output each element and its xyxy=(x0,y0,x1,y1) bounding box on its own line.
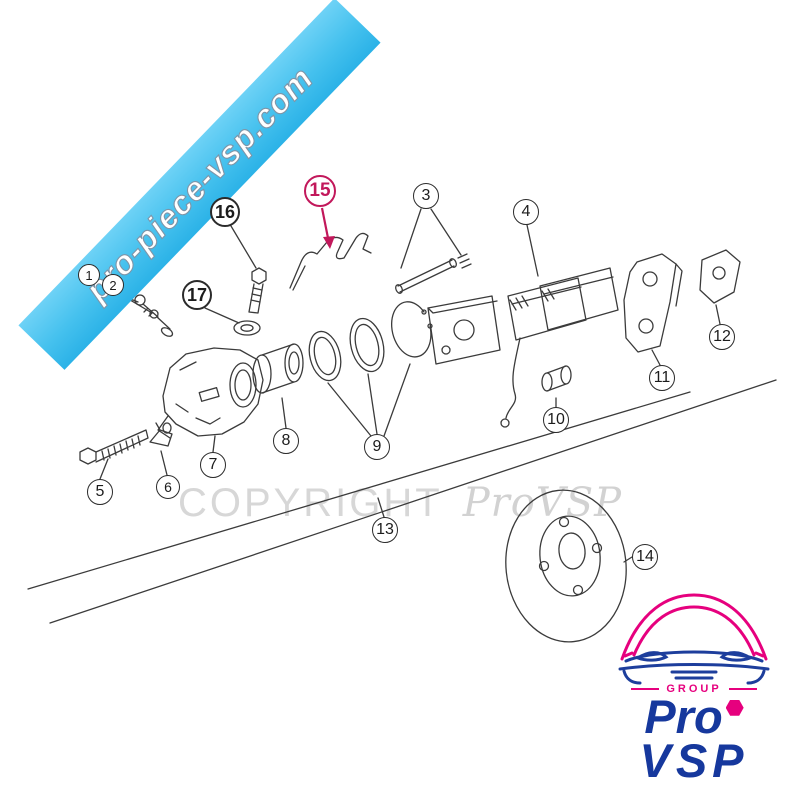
guide-pin-part-3 xyxy=(395,253,472,294)
brake-disc-part-14 xyxy=(505,489,627,643)
car-logo-icon xyxy=(618,593,770,685)
callout-1: 1 xyxy=(78,264,100,286)
callout-10: 10 xyxy=(543,407,569,433)
highlight-arrow xyxy=(320,207,335,249)
logo-group-text: GROUP xyxy=(666,682,722,695)
callout-13: 13 xyxy=(372,517,398,543)
bleed-screws-parts-1-2 xyxy=(134,294,174,337)
logo-pro-row: Pro xyxy=(644,689,744,743)
hexagon-icon xyxy=(725,699,744,716)
callout-9: 9 xyxy=(364,434,390,460)
pad-spring-clip-part-15 xyxy=(289,232,372,291)
callout-4: 4 xyxy=(513,199,539,225)
callout-6: 6 xyxy=(156,475,180,499)
bolt-part-16 xyxy=(248,267,267,314)
callout-8: 8 xyxy=(273,428,299,454)
logo-pro-text: Pro xyxy=(644,689,723,743)
callout-3: 3 xyxy=(413,183,439,209)
pad-carrier-plate xyxy=(427,295,501,365)
bracket-part-12 xyxy=(699,249,741,304)
axis-lines-part-13 xyxy=(27,379,777,624)
bolt-part-5 xyxy=(79,429,149,465)
pin-boot-part-10 xyxy=(541,365,572,392)
copyright-watermark: COPYRIGHT ProVSP xyxy=(0,480,800,526)
seal-kit-part-9 xyxy=(308,301,433,382)
mounting-bracket-part-11 xyxy=(623,253,683,353)
logo-rule-left xyxy=(631,687,660,690)
clip-part-6 xyxy=(149,422,173,447)
watermark-copyright-text: COPYRIGHT xyxy=(177,481,443,525)
callout-17: 17 xyxy=(182,280,212,310)
leader-lines xyxy=(95,208,721,563)
callout-11: 11 xyxy=(649,365,675,391)
callout-14: 14 xyxy=(632,544,658,570)
caliper-body-part-7 xyxy=(157,347,264,439)
brake-pads-part-4 xyxy=(500,267,619,428)
callout-5: 5 xyxy=(87,479,113,505)
logo-rule-right xyxy=(728,687,757,690)
provsp-logo: GROUP Pro VSP xyxy=(604,587,784,784)
callout-15: 15 xyxy=(304,175,336,207)
washer-part-17 xyxy=(233,320,261,336)
callout-2: 2 xyxy=(102,274,124,296)
callout-7: 7 xyxy=(200,452,226,478)
callout-16: 16 xyxy=(210,197,240,227)
piston-part-8 xyxy=(252,343,304,394)
logo-vsp-text: VSP xyxy=(639,734,749,788)
logo-group-row: GROUP xyxy=(631,682,757,695)
callout-12: 12 xyxy=(709,324,735,350)
watermark-brand-text: ProVSP xyxy=(462,480,623,526)
